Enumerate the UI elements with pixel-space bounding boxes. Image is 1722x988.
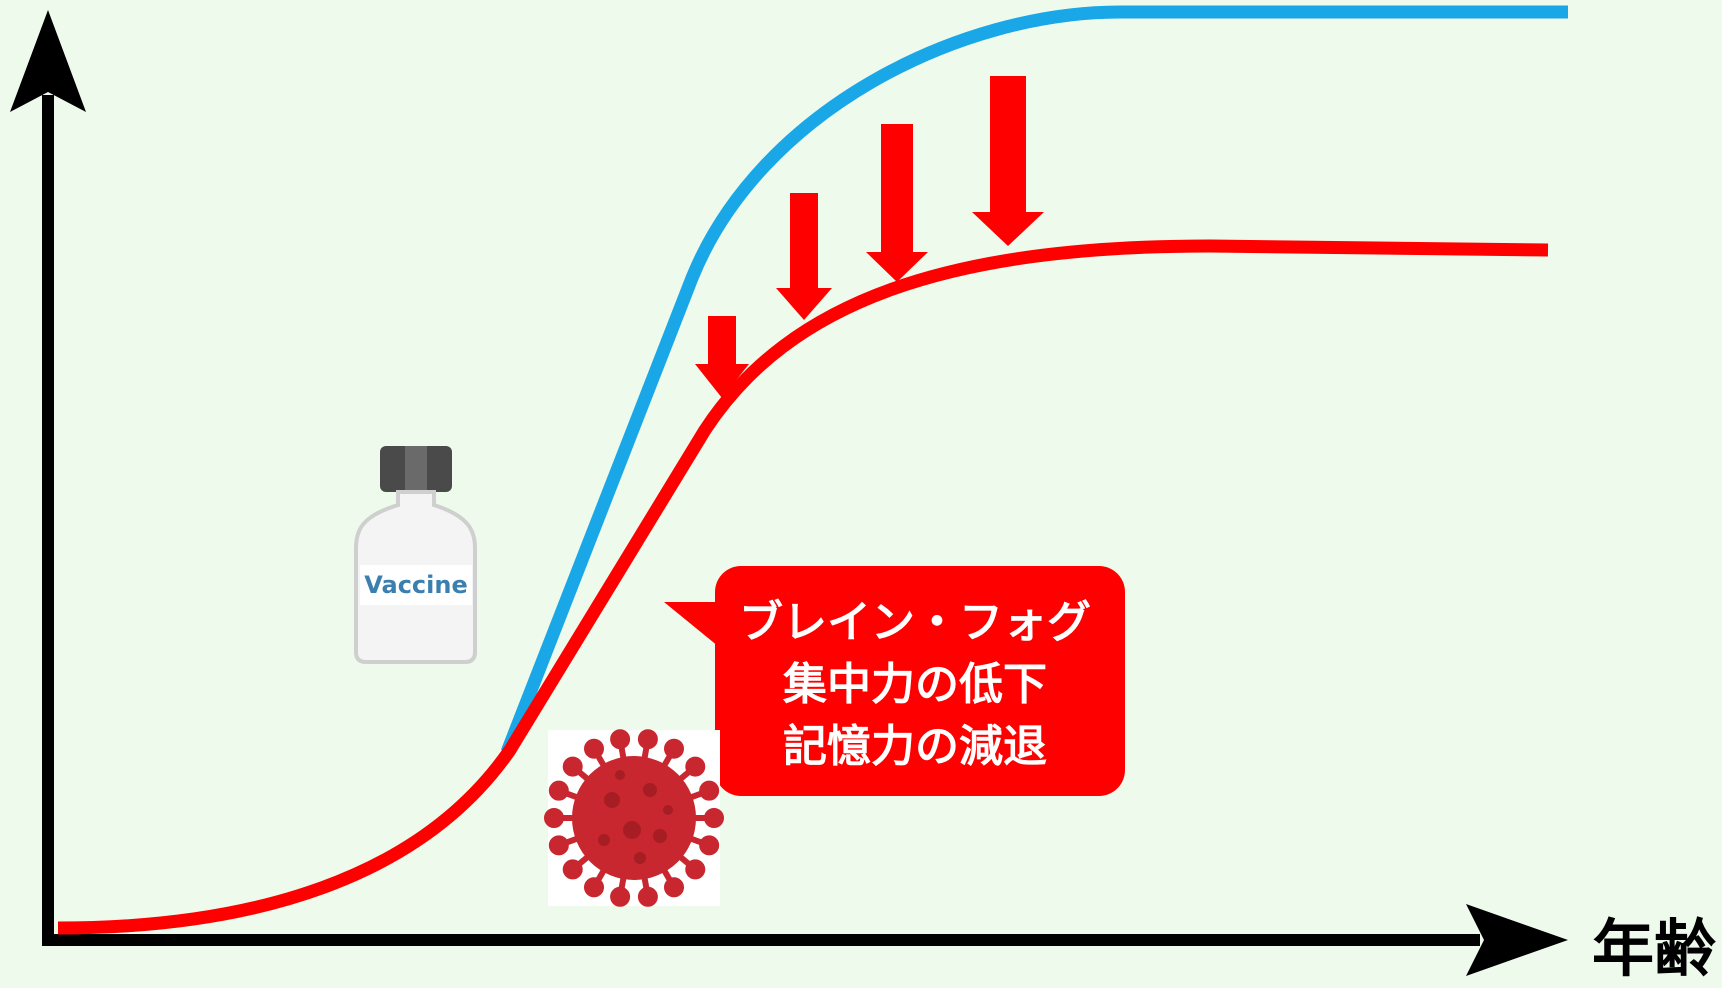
virus-spike-tip: [562, 756, 583, 777]
virus-spike-tip: [699, 835, 720, 856]
virus-spike-tip: [685, 756, 706, 777]
down-arrow-icon: [866, 124, 928, 282]
virus-spike-tip: [664, 738, 684, 759]
callout-bubble: [664, 566, 1125, 796]
x-axis: [42, 904, 1568, 976]
vaccine-label: Vaccine: [364, 571, 468, 599]
virus-spike-tip: [562, 859, 583, 880]
down-arrow-icon: [972, 76, 1044, 246]
callout-line-1: ブレイン・フォグ: [739, 597, 1091, 648]
virus-spike-tip: [637, 729, 658, 750]
vaccine-bottle-icon: Vaccine: [354, 446, 477, 664]
virus-icon: [544, 729, 724, 907]
virus-spike-tip: [685, 859, 706, 880]
red-curve: [57, 239, 1549, 935]
down-arrow-icon: [695, 316, 749, 398]
virus-spike-tip: [544, 808, 564, 828]
virus-spike-tip: [610, 886, 631, 907]
y-axis: [10, 10, 86, 945]
callout-line-3: 記憶力の減退: [783, 721, 1047, 772]
x-axis-label: 年齢: [1592, 912, 1717, 985]
virus-spike-tip: [610, 729, 631, 750]
virus-spike-tip: [664, 877, 684, 898]
down-arrow-icon: [776, 193, 832, 320]
blue-curve: [500, 5, 1568, 755]
virus-spike-tip: [548, 780, 569, 801]
virus-spike-tip: [584, 738, 604, 759]
virus-spike-tip: [699, 780, 720, 801]
callout-line-2: 集中力の低下: [783, 659, 1047, 710]
virus-spike-tip: [637, 886, 658, 907]
virus-spike-tip: [584, 877, 604, 898]
virus-spike-tip: [704, 808, 724, 828]
virus-spike-tip: [548, 835, 569, 856]
callout-text: ブレイン・フォグ 集中力の低下 記憶力の減退: [715, 592, 1115, 778]
